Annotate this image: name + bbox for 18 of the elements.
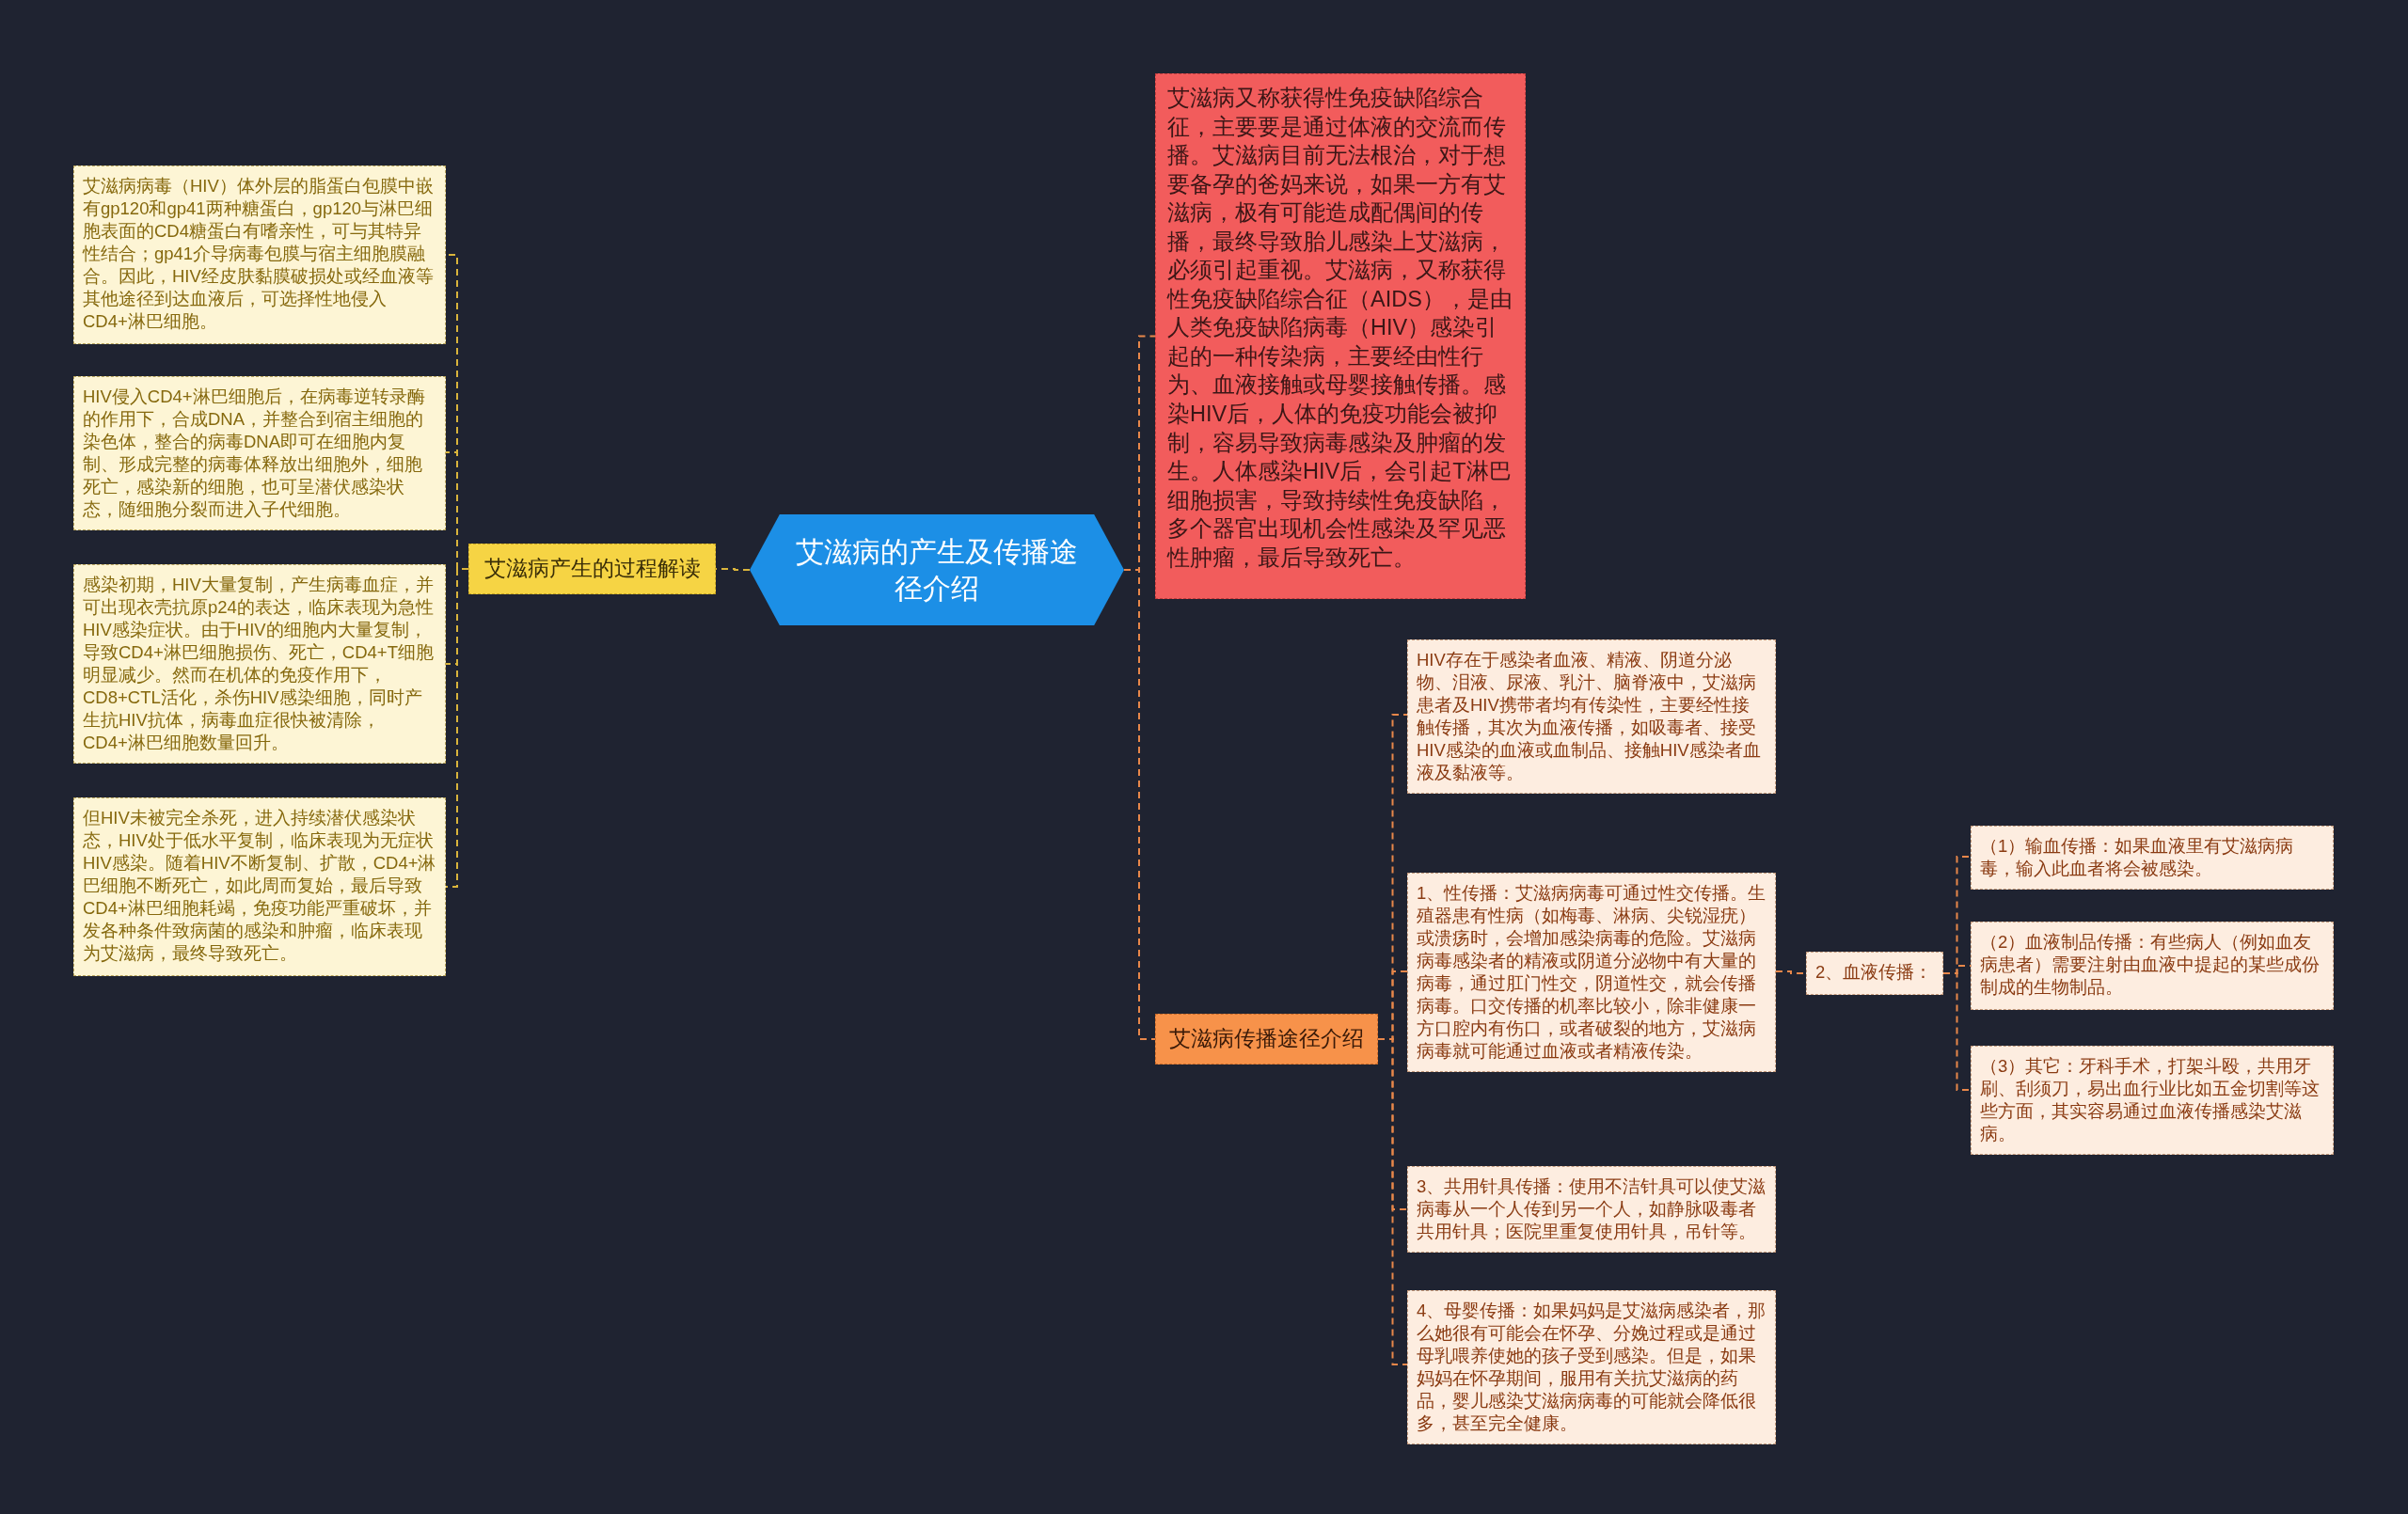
topic-box: 艾滋病传播途径介绍 bbox=[1155, 1014, 1378, 1065]
connector-line bbox=[445, 568, 469, 888]
text-box: 艾滋病又称获得性免疫缺陷综合征，主要要是通过体液的交流而传播。艾滋病目前无法根治，对于想要备孕的爸妈来说，如果一方有艾滋病，极有可能造成配偶间的传播，最终导致胎儿感染上艾滋病，必须引起重视。艾滋病，又称获得性免疫缺陷综合征（AIDS），是由人类免疫缺陷病毒（HIV）感染引起的一种传染病，主要经由性行为、血液接触或母婴接触传播。感染HIV后，人体的免疫功能会被抑制，容易导致病毒感染及肿瘤的发生。人体感染HIV后，会引起T淋巴细胞损害，导致持续性免疫缺陷，多个器官出现机会性感染及罕见恶性肿瘤，最后导致死亡。 bbox=[1155, 73, 1526, 599]
text-box: 1、性传播：艾滋病病毒可通过性交传播。生殖器患有性病（如梅毒、淋病、尖锐湿疣）或溃疡时，会增加感染病毒的危险。艾滋病病毒感染者的精液或阴道分泌物中有大量的病毒，通过肛门性交，阴道性交，就会传播病毒。口交传播的机率比较小，除非健康一方口腔内有伤口，或者破裂的地方，艾滋病病毒就可能通过血液或者精液传染。 bbox=[1407, 873, 1776, 1073]
text-box: 4、母婴传播：如果妈妈是艾滋病感染者，那么她很有可能会在怀孕、分娩过程或是通过母乳喂养使她的孩子受到感染。但是，如果妈妈在怀孕期间，服用有关抗艾滋病的药品，婴儿感染艾滋病病毒的可能就会降低很多，甚至完全健康。 bbox=[1407, 1290, 1776, 1445]
text-box: 感染初期，HIV大量复制，产生病毒血症，并可出现衣壳抗原p24的表达，临床表现为急性HIV感染症状。由于HIV的细胞内大量复制，导致CD4+淋巴细胞损伤、死亡，CD4+T细胞明显减少。然而在机体的免疫作用下，CD8+CTL活化，杀伤HIV感染细胞，同时产生抗HIV抗体，病毒血症很快被清除，CD4+淋巴细胞数量回升。 bbox=[73, 564, 446, 765]
connector-line bbox=[1377, 1038, 1408, 1365]
text-box: （3）其它：牙科手术，打架斗殴，共用牙刷、刮须刀，易出血行业比如五金切割等这些方面，其实容易通过血液传播感染艾滋病。 bbox=[1971, 1046, 2334, 1156]
text-box: （2）血液制品传播：有些病人（例如血友病患者）需要注射由血液中提起的某些成份制成的生物制品。 bbox=[1971, 922, 2334, 1010]
text-box: HIV存在于感染者血液、精液、阴道分泌物、泪液、尿液、乳汁、脑脊液中，艾滋病患者及HIV携带者均有传染性，主要经性接触传播，其次为血液传播，如吸毒者、接受HIV感染的血液或血制品、接触HIV感染者血液及黏液等。 bbox=[1407, 639, 1776, 795]
text-box: 艾滋病病毒（HIV）体外层的脂蛋白包膜中嵌有gp120和gp41两种糖蛋白，gp120与淋巴细胞表面的CD4糖蛋白有嗜亲性，可与其特异性结合；gp41介导病毒包膜与宿主细胞膜融合。因此，HIV经皮肤黏膜破损处或经血液等其他途径到达血液后，可选择性地侵入CD4+淋巴细胞。 bbox=[73, 166, 446, 344]
topic-box: 艾滋病产生的过程解读 bbox=[468, 544, 716, 594]
text-box: 2、血液传播： bbox=[1806, 952, 1943, 995]
connector-line bbox=[1942, 972, 1972, 1091]
text-box: HIV侵入CD4+淋巴细胞后，在病毒逆转录酶的作用下，合成DNA，并整合到宿主细胞的染色体，整合的病毒DNA即可在细胞内复制、形成完整的病毒体释放出细胞外，细胞死亡，感染新的细胞，也可呈潜伏感染状态，随细胞分裂而进入子代细胞。 bbox=[73, 376, 446, 531]
text-box: （1）输血传播：如果血液里有艾滋病病毒，输入此血者将会被感染。 bbox=[1971, 826, 2334, 891]
text-box: 3、共用针具传播：使用不洁针具可以使艾滋病毒从一个人传到另一个人，如静脉吸毒者共用针具；医院里重复使用针具，吊针等。 bbox=[1407, 1166, 1776, 1254]
text-box: 但HIV未被完全杀死，进入持续潜伏感染状态，HIV处于低水平复制，临床表现为无症状HIV感染。随着HIV不断复制、扩散，CD4+淋巴细胞不断死亡，如此周而复始，最后导致CD4+淋巴细胞耗竭，免疫功能严重破坏，并发各种条件致病菌的感染和肿瘤，临床表现为艾滋病，最终导致死亡。 bbox=[73, 797, 446, 976]
